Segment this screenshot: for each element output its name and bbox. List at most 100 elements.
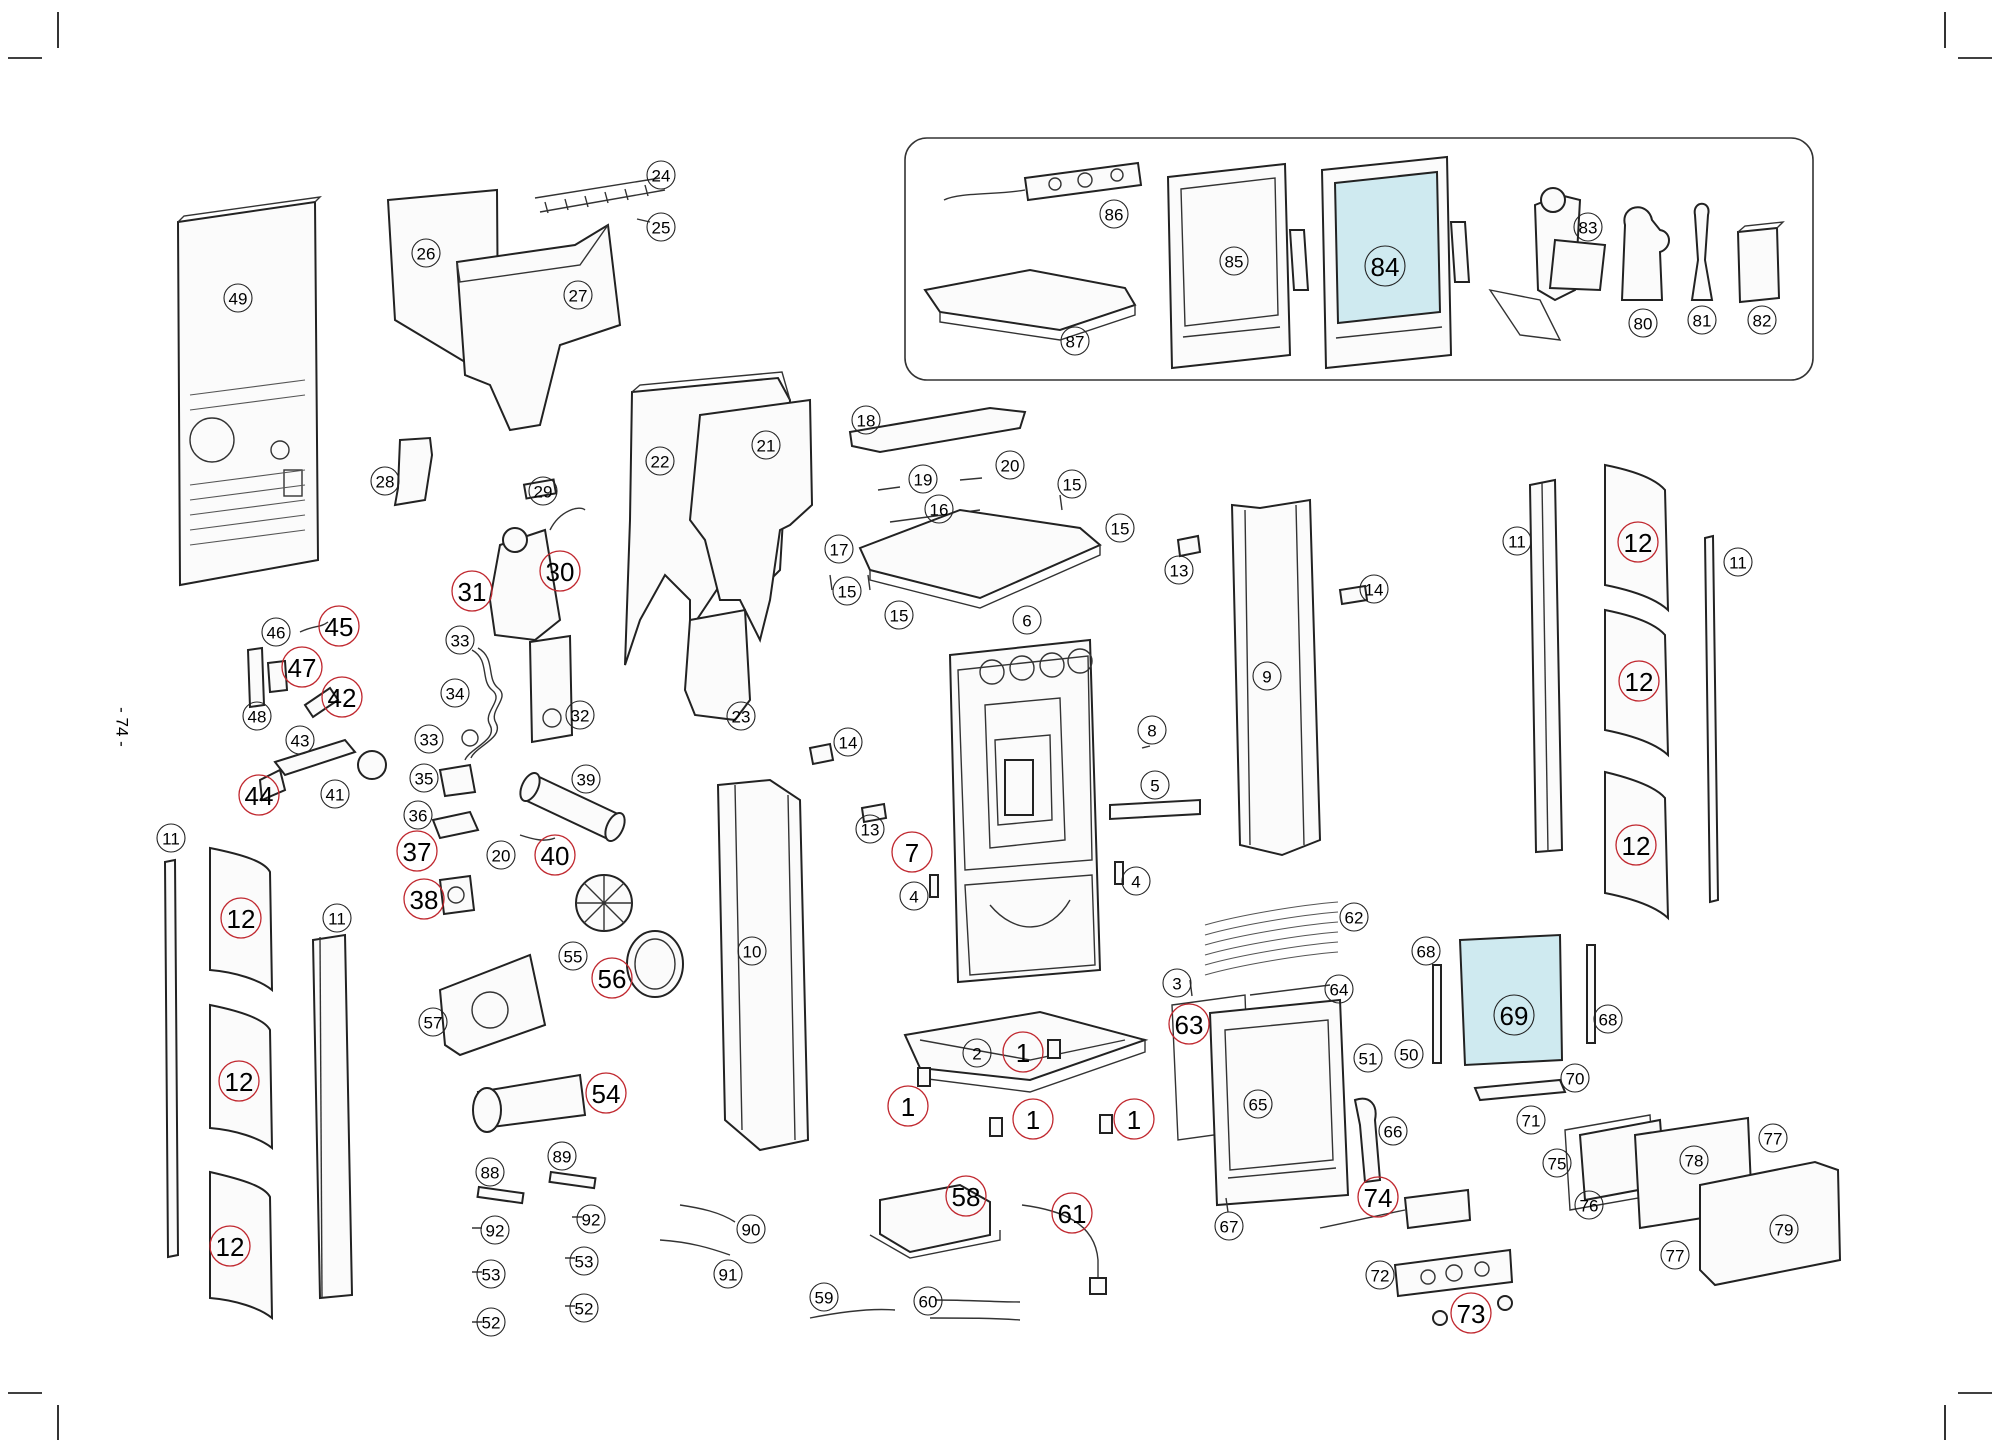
callout-label: 88 (481, 1164, 500, 1183)
callout-circle (591, 957, 633, 999)
callout-label: 33 (420, 731, 439, 750)
callout-label: 91 (719, 1266, 738, 1285)
callout-circle (645, 446, 675, 476)
callout-c-11a: 11 (156, 823, 186, 853)
callout-c-72: 72 (1365, 1260, 1395, 1290)
callout-label: 13 (1170, 562, 1189, 581)
callout-circle (409, 763, 439, 793)
callout-label: 89 (553, 1148, 572, 1167)
callout-circle (281, 646, 323, 688)
callout-c-12b: 12 (218, 1060, 260, 1102)
callout-label: 31 (458, 577, 487, 607)
callout-c-70: 70 (1560, 1063, 1590, 1093)
callout-circle (1353, 1043, 1383, 1073)
callout-circle (832, 576, 862, 606)
callout-label: 63 (1175, 1010, 1204, 1040)
callout-c-53a: 53 (476, 1259, 506, 1289)
callout-circle (1099, 199, 1129, 229)
callout-c-62: 62 (1339, 902, 1369, 932)
callout-label: 12 (225, 1067, 254, 1097)
callout-label: 15 (1063, 476, 1082, 495)
callout-label: 33 (451, 632, 470, 651)
callout-c-14b: 14 (833, 727, 863, 757)
callout-c-59: 59 (809, 1282, 839, 1312)
callout-circle (209, 1225, 251, 1267)
callout-label: 66 (1384, 1123, 1403, 1142)
callout-circle (486, 840, 516, 870)
callout-circle (995, 450, 1025, 480)
callout-label: 1 (901, 1092, 915, 1122)
callout-circle (585, 1072, 627, 1114)
callout-label: 35 (415, 770, 434, 789)
callout-c-68b: 68 (1593, 1004, 1623, 1034)
callout-label: 92 (486, 1222, 505, 1241)
callout-label: 62 (1345, 909, 1364, 928)
callout-label: 64 (1330, 981, 1349, 1000)
callout-circle (1450, 1292, 1492, 1334)
callout-a-84: 84 (1364, 245, 1406, 287)
callout-label: 60 (919, 1293, 938, 1312)
callout-circle (238, 774, 280, 816)
callout-label: 84 (1371, 252, 1400, 282)
callout-c-20a: 20 (995, 450, 1025, 480)
callout-circle (824, 534, 854, 564)
callout-c-26: 26 (411, 238, 441, 268)
callout-label: 34 (446, 685, 465, 704)
callout-circle (646, 160, 676, 190)
callout-label: 44 (245, 781, 274, 811)
callout-label: 37 (403, 837, 432, 867)
callout-circle (565, 700, 595, 730)
callout-label: 18 (857, 412, 876, 431)
callout-c-57: 57 (418, 1007, 448, 1037)
callout-c-45: 45 (318, 605, 360, 647)
callout-circle (1758, 1123, 1788, 1153)
callout-label: 70 (1566, 1070, 1585, 1089)
callout-circle (576, 1204, 606, 1234)
callout-circle (1378, 1116, 1408, 1146)
callout-label: 15 (1111, 520, 1130, 539)
callout-label: 79 (1775, 1221, 1794, 1240)
callout-label: 11 (328, 910, 346, 929)
callout-label: 11 (1508, 533, 1526, 552)
callout-c-36: 36 (403, 800, 433, 830)
callout-c-68a: 68 (1411, 936, 1441, 966)
callout-circle (1723, 547, 1753, 577)
callout-label: 9 (1262, 668, 1271, 687)
callout-label: 20 (1001, 457, 1020, 476)
callout-circle (1324, 974, 1354, 1004)
callout-c-35: 35 (409, 763, 439, 793)
callout-label: 12 (227, 904, 256, 934)
callout-c-71: 71 (1516, 1105, 1546, 1135)
callout-c-4a: 4 (899, 881, 929, 911)
callout-c-13b: 13 (855, 814, 885, 844)
callout-c-13a: 13 (1164, 555, 1194, 585)
part-callouts: 4926272425282931302221231819201615151715… (156, 160, 1799, 1337)
callout-c-73: 73 (1450, 1292, 1492, 1334)
callout-c-90: 90 (736, 1214, 766, 1244)
callout-circle (908, 464, 938, 494)
callout-c-1b: 1 (887, 1085, 929, 1127)
callout-c-8: 8 (1137, 715, 1167, 745)
callout-label: 77 (1666, 1247, 1685, 1266)
callout-circle (1339, 902, 1369, 932)
callout-c-15b: 15 (1105, 513, 1135, 543)
callout-circle (418, 1007, 448, 1037)
callout-label: 78 (1685, 1152, 1704, 1171)
callout-circle (1057, 469, 1087, 499)
callout-label: 27 (569, 287, 588, 306)
callout-circle (318, 605, 360, 647)
callout-label: 4 (1131, 873, 1140, 892)
callout-label: 57 (424, 1014, 443, 1033)
callout-c-14a: 14 (1359, 574, 1389, 604)
callout-label: 69 (1500, 1001, 1529, 1031)
callout-label: 24 (652, 167, 671, 186)
callout-circle (751, 430, 781, 460)
callout-label: 17 (830, 541, 849, 560)
callout-label: 41 (326, 786, 345, 805)
callout-circle (569, 1293, 599, 1323)
callout-c-60: 60 (913, 1286, 943, 1316)
callout-circle (1687, 305, 1717, 335)
callout-c-18: 18 (851, 405, 881, 435)
callout-circle (261, 617, 291, 647)
callout-c-52a: 52 (476, 1307, 506, 1337)
